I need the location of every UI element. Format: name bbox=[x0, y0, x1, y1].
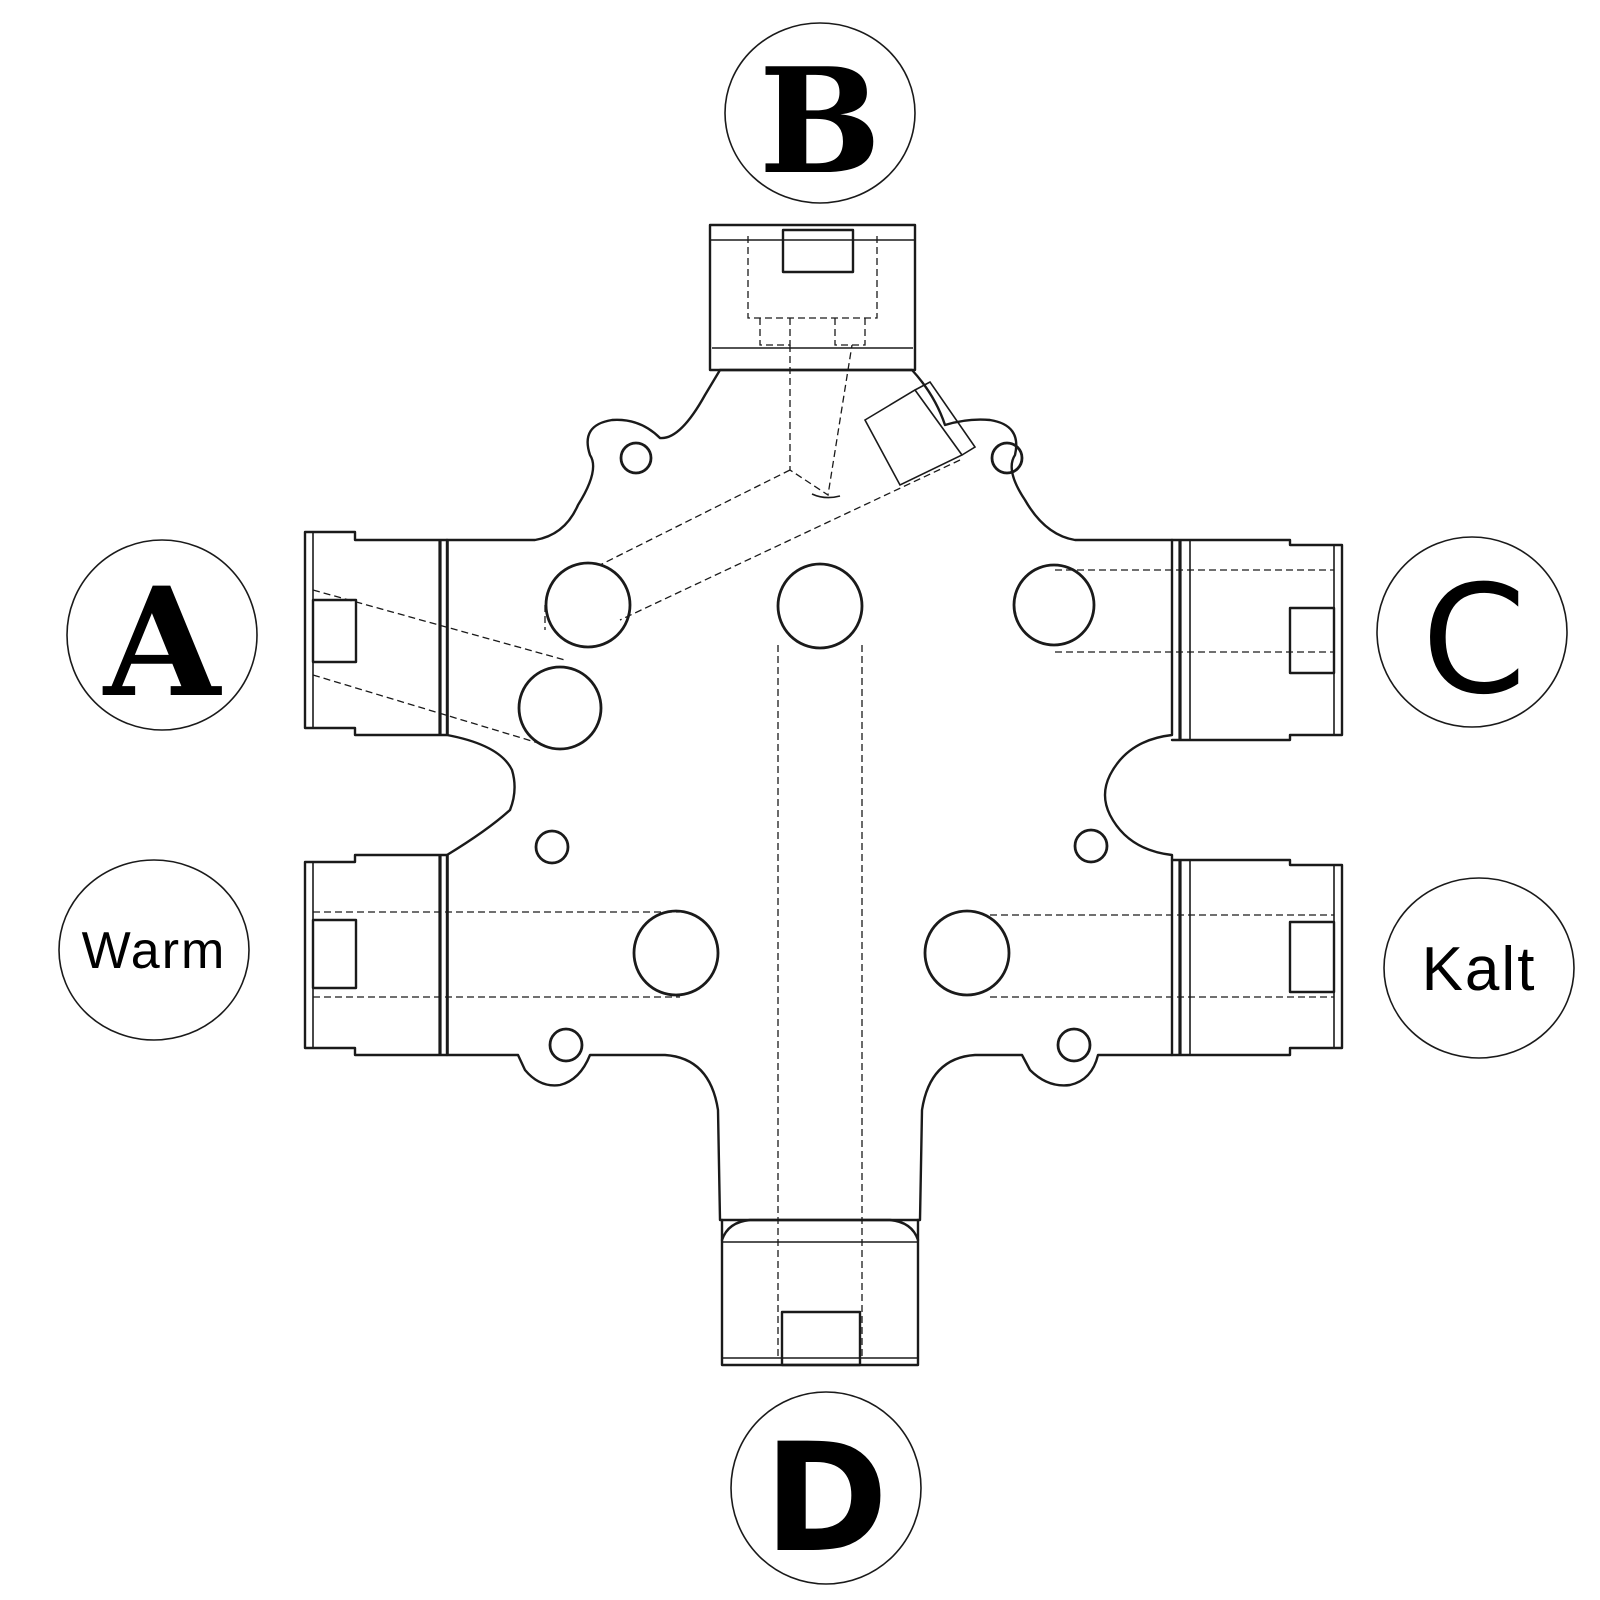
port-b-channel bbox=[544, 380, 977, 630]
mount-hole-top-right bbox=[990, 441, 1024, 475]
label-bubble-d: D bbox=[730, 1391, 922, 1586]
port-kalt-fitting bbox=[990, 858, 1344, 1057]
label-a: A bbox=[102, 555, 223, 731]
label-kalt: Kalt bbox=[1422, 935, 1537, 1004]
mount-hole-bottom-left bbox=[548, 1027, 584, 1063]
port-warm-fitting bbox=[303, 853, 680, 1057]
port-hole-c bbox=[1012, 563, 1096, 647]
port-hole-a-upper bbox=[544, 561, 632, 649]
port-b-fitting bbox=[708, 223, 917, 499]
manifold-body-outline bbox=[445, 368, 1174, 1222]
label-bubble-a: A bbox=[66, 539, 258, 731]
port-a-fitting bbox=[303, 530, 566, 746]
label-bubble-warm: Warm bbox=[58, 859, 250, 1041]
port-d-fitting bbox=[720, 645, 920, 1367]
mount-hole-mid-right bbox=[1073, 828, 1109, 864]
port-hole-a-lower bbox=[517, 665, 603, 751]
label-warm: Warm bbox=[82, 922, 227, 980]
label-bubble-b: B bbox=[724, 22, 916, 207]
port-c-fitting bbox=[1055, 538, 1344, 742]
label-bubble-c: C bbox=[1376, 536, 1568, 728]
port-hole-center bbox=[776, 562, 864, 650]
port-hole-kalt bbox=[923, 909, 1011, 997]
mount-hole-mid-left bbox=[534, 829, 570, 865]
label-d: D bbox=[764, 1412, 889, 1586]
mount-hole-bottom-right bbox=[1056, 1027, 1092, 1063]
label-c: C bbox=[1422, 554, 1527, 728]
label-b: B bbox=[759, 37, 882, 207]
label-bubble-kalt: Kalt bbox=[1383, 877, 1575, 1059]
mount-hole-top-left bbox=[619, 441, 653, 475]
port-hole-warm bbox=[632, 909, 720, 997]
